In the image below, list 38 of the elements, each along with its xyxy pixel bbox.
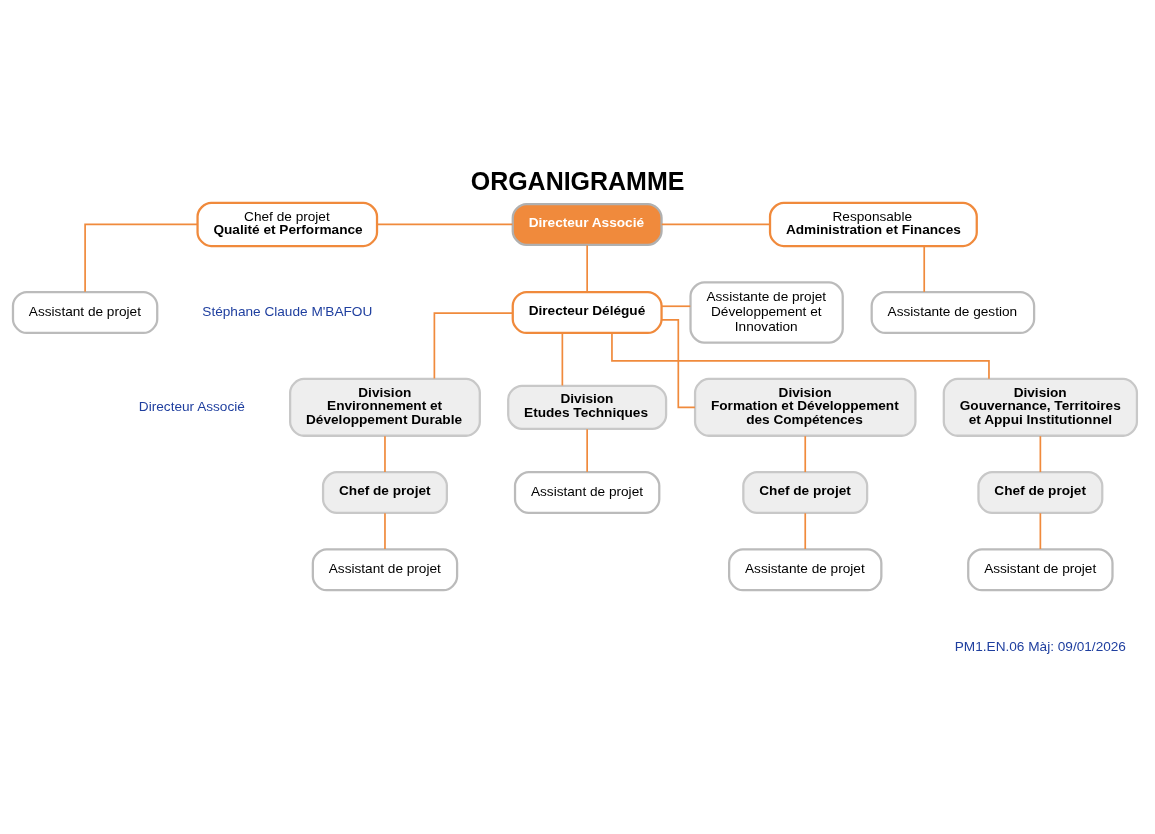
- connector: [660, 305, 692, 308]
- connector: [586, 428, 588, 473]
- label: PM1.EN.06 Màj: 09/01/2026: [954, 638, 1126, 654]
- node-box: Directeur Associé: [511, 202, 663, 247]
- label: Directeur Associé: [138, 398, 245, 414]
- node-box: Assistant de projet: [513, 470, 661, 515]
- connector: [376, 223, 514, 226]
- node-box: Directeur Délégué: [511, 290, 663, 335]
- node-box: Division Formation et Développement des Compétences: [693, 377, 917, 437]
- connector: [384, 435, 386, 473]
- label: Stéphane Claude M'BAFOU: [202, 304, 373, 320]
- connector: [561, 332, 564, 387]
- node-box: Assistant de projet: [311, 548, 459, 592]
- connector: [433, 312, 514, 380]
- node-box: Chef de projet Qualité et Performance: [196, 201, 379, 248]
- node-box: Assistant de projet: [11, 290, 159, 335]
- connector: [923, 245, 926, 293]
- connector: [84, 223, 199, 293]
- node-box: Assistant de projet: [967, 548, 1114, 592]
- node-box: Division Gouvernance, Territoires et Appui Institutionnel: [942, 377, 1139, 437]
- node-box: Chef de projet: [321, 470, 448, 515]
- node-box: Assistante de projet: [728, 548, 883, 592]
- diagram-title: ORGANIGRAMME: [470, 166, 685, 195]
- node-box: Division Environnement et Développement Durable: [289, 377, 481, 437]
- connector: [804, 512, 807, 550]
- connector: [611, 332, 990, 380]
- node-box: Assistante de projet Développement et Innovation: [689, 281, 844, 344]
- connector: [1039, 512, 1042, 550]
- connector: [586, 244, 588, 293]
- node-box: Chef de projet: [977, 470, 1104, 515]
- node-box: Assistante de gestion: [870, 290, 1036, 335]
- node-box: Division Etudes Techniques: [507, 384, 668, 431]
- connector: [1039, 435, 1042, 473]
- node-box: Responsable Administration et Finances: [768, 201, 978, 248]
- connector: [384, 512, 386, 550]
- connector: [804, 435, 807, 473]
- node-box: Chef de projet: [742, 470, 869, 515]
- connector: [660, 223, 771, 226]
